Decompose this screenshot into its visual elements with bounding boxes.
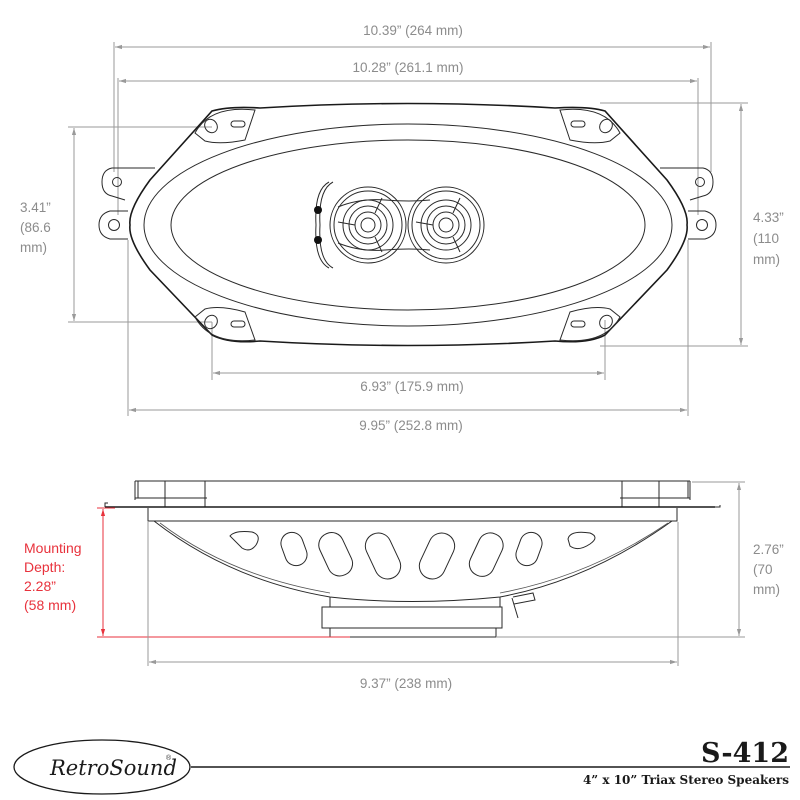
dim-label-overall-height-1: 4.33” bbox=[753, 210, 784, 225]
mounting-depth-label-2: Depth: bbox=[24, 559, 65, 575]
overall-depth-label-1: 2.76” bbox=[753, 542, 784, 557]
dim-label-hole-vertical-2: (86.6 bbox=[20, 220, 51, 235]
mounting-depth-label-1: Mounting bbox=[24, 540, 82, 556]
dimension-inner-hole-spacing: 6.93” (175.9 mm) bbox=[211, 320, 606, 394]
overall-depth-label-3: mm) bbox=[753, 582, 780, 597]
dimension-overall-height: 4.33” (110 mm) bbox=[600, 102, 784, 347]
basket-vents bbox=[229, 531, 596, 580]
dimension-hole-vertical-spacing: 3.41” (86.6 mm) bbox=[20, 126, 212, 323]
dim-label-tab-hole-spacing: 10.28” (261.1 mm) bbox=[352, 60, 463, 75]
top-view: 10.39” (264 mm) 10.28” (261.1 mm) 3.41” … bbox=[20, 23, 784, 433]
dim-label-hole-vertical-1: 3.41” bbox=[20, 200, 51, 215]
retrosound-logo: RetroSound ® bbox=[13, 739, 191, 795]
dim-label-overall-height-3: mm) bbox=[753, 252, 780, 267]
dim-label-overall-height-2: (110 bbox=[753, 231, 779, 246]
side-view: Mounting Depth: 2.28” (58 mm) 2.76” (70 … bbox=[24, 480, 784, 691]
dim-label-overall-width: 10.39” (264 mm) bbox=[363, 23, 463, 38]
dimension-basket-width: 9.37” (238 mm) bbox=[147, 522, 679, 691]
dimension-mounting-depth: Mounting Depth: 2.28” (58 mm) bbox=[24, 507, 350, 638]
footer-title-block: RetroSound ® S-412 4” x 10” Triax Stereo… bbox=[13, 738, 790, 795]
dimension-tab-hole-spacing: 10.28” (261.1 mm) bbox=[117, 60, 699, 215]
dim-label-frame-width: 9.95” (252.8 mm) bbox=[359, 418, 463, 433]
dimension-overall-depth: 2.76” (70 mm) bbox=[496, 481, 784, 638]
registered-mark: ® bbox=[166, 754, 172, 762]
speaker-frame-top bbox=[98, 102, 717, 347]
mounting-depth-label-3: 2.28” bbox=[24, 578, 56, 594]
overall-depth-label-2: (70 bbox=[753, 562, 773, 577]
dim-label-basket-width: 9.37” (238 mm) bbox=[360, 676, 452, 691]
mounting-depth-label-4: (58 mm) bbox=[24, 597, 76, 613]
dimension-frame-width: 9.95” (252.8 mm) bbox=[127, 240, 689, 433]
tweeter-assembly bbox=[314, 181, 485, 269]
dim-label-hole-vertical-3: mm) bbox=[20, 240, 47, 255]
dimension-overall-width: 10.39” (264 mm) bbox=[113, 23, 712, 172]
model-number: S-412 bbox=[701, 738, 789, 769]
product-description: 4” x 10” Triax Stereo Speakers bbox=[583, 773, 789, 787]
dim-label-inner-hole-spacing: 6.93” (175.9 mm) bbox=[360, 379, 464, 394]
brand-logo-text: RetroSound bbox=[49, 756, 177, 780]
